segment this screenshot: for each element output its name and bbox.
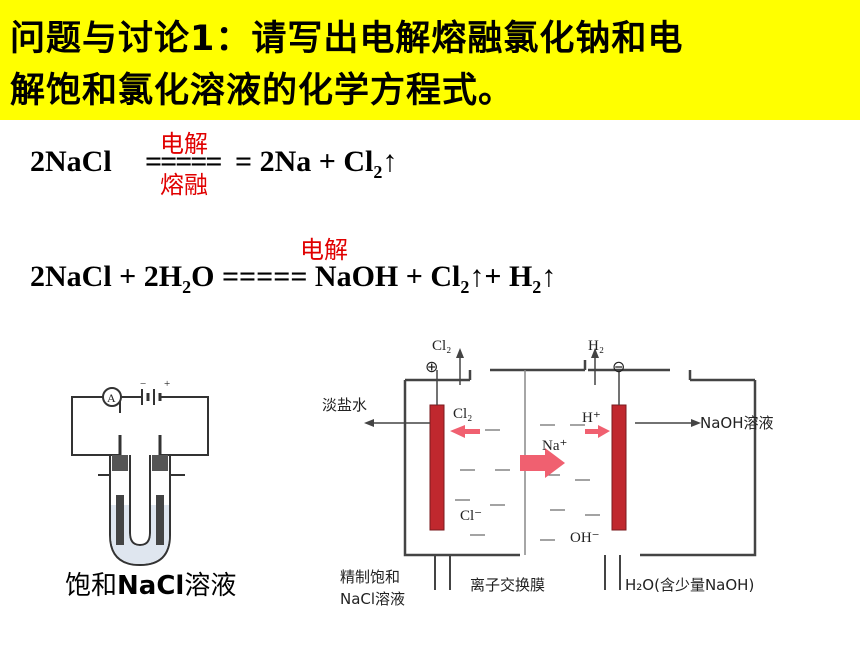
svg-text:Cl⁻: Cl⁻ xyxy=(460,508,482,524)
h-plus-arrow-icon xyxy=(585,425,610,438)
svg-text:Cl₂: Cl₂ xyxy=(432,338,451,354)
eq1-arrow: ===== xyxy=(145,145,222,178)
eq1-right: = 2Na + Cl2↑ xyxy=(235,145,398,182)
eq1-left: 2NaCl xyxy=(30,145,112,178)
svg-text:⊕: ⊕ xyxy=(425,359,438,376)
svg-text:H⁺: H⁺ xyxy=(582,410,601,426)
svg-text:+: + xyxy=(164,378,170,390)
membrane-cell-diagram: Cl₂ H₂ ⊕ ⊖ 淡盐水 Cl₂ H⁺ Na⁺ NaOH溶液 Cl⁻ OH⁻… xyxy=(322,338,774,608)
cl2-arrow-icon xyxy=(450,425,480,438)
svg-text:淡盐水: 淡盐水 xyxy=(322,396,367,414)
title-line-2: 解饱和氯化溶液的化学方程式。 xyxy=(10,71,515,111)
svg-text:OH⁻: OH⁻ xyxy=(570,530,600,546)
svg-text:Na⁺: Na⁺ xyxy=(542,438,567,454)
eq2-condition: 电解 xyxy=(300,236,348,264)
title-line-1: 问题与讨论1：请写出电解熔融氯化钠和电 xyxy=(10,19,684,59)
anode xyxy=(429,404,445,531)
svg-text:H₂: H₂ xyxy=(588,338,604,354)
u-tube-apparatus: A − + xyxy=(71,378,209,567)
svg-text:A: A xyxy=(107,391,116,405)
svg-text:离子交换膜: 离子交换膜 xyxy=(470,576,545,594)
na-plus-arrow-icon xyxy=(520,448,565,478)
svg-text:NaOH溶液: NaOH溶液 xyxy=(700,414,774,432)
svg-text:NaCl溶液: NaCl溶液 xyxy=(340,590,405,608)
svg-text:−: − xyxy=(140,378,146,390)
eq2-text: 2NaCl + 2H2O ===== NaOH + Cl2↑+ H2↑ xyxy=(30,260,557,297)
svg-text:⊖: ⊖ xyxy=(612,359,625,376)
cathode xyxy=(611,404,627,531)
svg-text:精制饱和: 精制饱和 xyxy=(340,568,400,586)
title-banner: 问题与讨论1：请写出电解熔融氯化钠和电 解饱和氯化溶液的化学方程式。 xyxy=(0,0,860,120)
svg-text:Cl₂: Cl₂ xyxy=(453,406,472,422)
u-tube-caption: 饱和NaCl溶液 xyxy=(65,571,237,601)
svg-text:H₂O(含少量NaOH): H₂O(含少量NaOH) xyxy=(625,576,754,594)
eq1-condition-bottom: 熔融 xyxy=(160,171,208,199)
eq1-condition-top: 电解 xyxy=(160,130,208,158)
